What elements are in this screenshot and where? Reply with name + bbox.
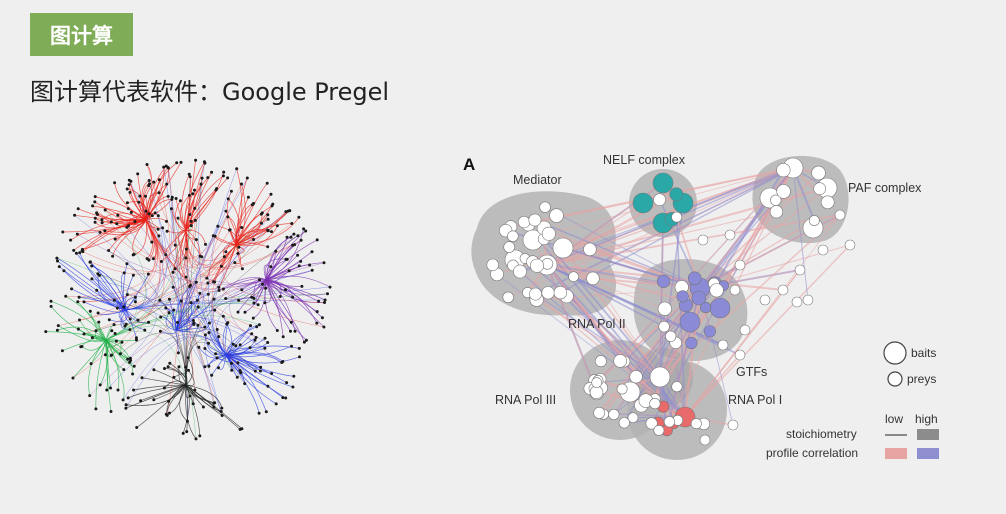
paf-group-blob bbox=[752, 155, 849, 244]
rnapol1-label: RNA Pol I bbox=[728, 393, 782, 407]
baits-legend-circle bbox=[883, 341, 907, 365]
section-tag: 图计算 bbox=[30, 13, 133, 56]
nelf-label: NELF complex bbox=[603, 153, 686, 167]
correlation-low-swatch bbox=[885, 448, 907, 459]
legend-low-label: low bbox=[885, 412, 903, 426]
stoichiometry-label: stoichiometry bbox=[786, 427, 857, 441]
preys-legend-circle bbox=[887, 371, 903, 387]
protein-complex-figure: A Mediator NELF complex PAF complex RNA … bbox=[463, 153, 939, 460]
gtfs-label: GTFs bbox=[736, 365, 767, 379]
baits-legend-label: baits bbox=[911, 346, 936, 360]
page-title: 图计算代表软件：Google Pregel bbox=[30, 78, 390, 106]
stoichiometry-high-swatch bbox=[917, 429, 939, 440]
mediator-label: Mediator bbox=[513, 173, 562, 187]
correlation-high-swatch bbox=[917, 448, 939, 459]
preys-legend-label: preys bbox=[907, 372, 936, 386]
rnapol2-label: RNA Pol II bbox=[568, 317, 626, 331]
paf-label: PAF complex bbox=[848, 181, 922, 195]
network-graph-image bbox=[44, 158, 332, 441]
rnapol3-label: RNA Pol III bbox=[495, 393, 556, 407]
profile-correlation-label: profile correlation bbox=[766, 446, 858, 460]
panel-letter: A bbox=[463, 155, 475, 174]
legend-high-label: high bbox=[915, 412, 938, 426]
